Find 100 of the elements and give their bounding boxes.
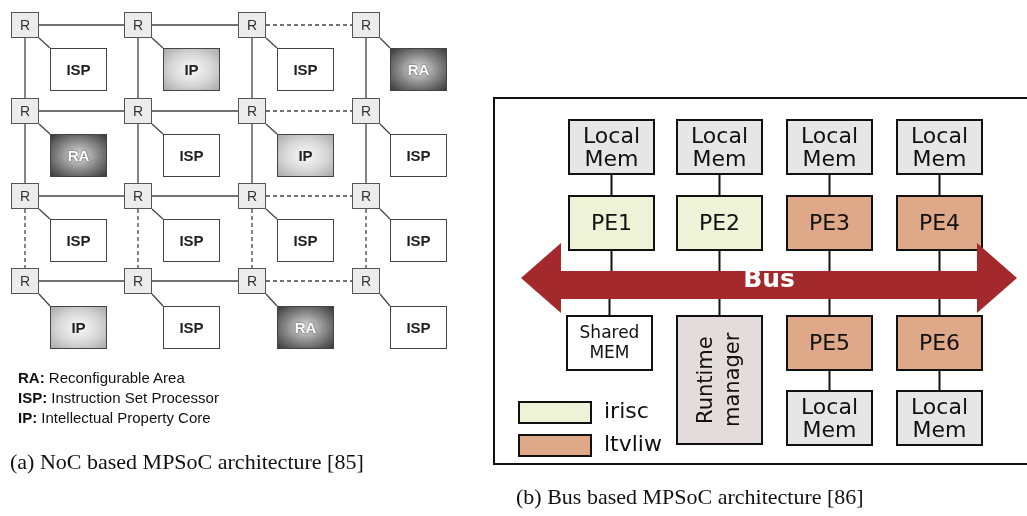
connector-line — [151, 280, 239, 282]
router-box: R — [352, 12, 380, 38]
connector-line — [938, 370, 941, 391]
core-box: IP — [163, 48, 220, 91]
router-box: R — [11, 183, 39, 209]
connector-line — [38, 293, 51, 307]
connector-line — [828, 174, 831, 196]
core-box: ISP — [50, 219, 107, 262]
connector-line — [265, 195, 353, 197]
connector-line — [938, 298, 941, 316]
bus-label: Bus — [743, 263, 795, 293]
core-box: IP — [50, 306, 107, 349]
core-box: RA — [50, 134, 107, 177]
processor-box: PE4 — [896, 195, 983, 251]
manager-box: Runtime manager — [676, 315, 763, 445]
connector-line — [828, 370, 831, 391]
core-box: ISP — [390, 219, 447, 262]
processor-box: PE3 — [786, 195, 873, 251]
router-box: R — [124, 12, 152, 38]
connector-line — [251, 208, 253, 269]
core-box: RA — [390, 48, 447, 91]
connector-line — [265, 110, 353, 112]
router-box: R — [124, 268, 152, 294]
core-box: ISP — [277, 48, 334, 91]
connector-line — [137, 123, 139, 184]
processor-box: PE1 — [568, 195, 655, 251]
connector-line — [365, 208, 367, 269]
connector-line — [828, 250, 831, 272]
router-box: R — [352, 183, 380, 209]
memory-box: Local Mem — [896, 119, 983, 175]
legend-text: ISP: Instruction Set Processor — [18, 389, 219, 406]
connector-line — [151, 293, 164, 307]
router-box: R — [11, 98, 39, 124]
memory-box: Local Mem — [786, 119, 873, 175]
connector-line — [24, 123, 26, 184]
connector-line — [38, 123, 51, 135]
connector-line — [151, 208, 164, 220]
connector-line — [151, 195, 239, 197]
core-box: ISP — [277, 219, 334, 262]
connector-line — [137, 208, 139, 269]
router-box: R — [11, 12, 39, 38]
core-box: ISP — [50, 48, 107, 91]
connector-line — [38, 280, 125, 282]
router-box: R — [238, 98, 266, 124]
connector-line — [24, 37, 26, 99]
connector-line — [718, 298, 721, 316]
memory-box: Shared MEM — [566, 315, 653, 371]
caption: (a) NoC based MPSoC architecture [85] — [10, 448, 365, 476]
router-box: R — [124, 183, 152, 209]
core-box: ISP — [163, 134, 220, 177]
connector-line — [265, 280, 353, 282]
core-box: ISP — [390, 306, 447, 349]
memory-box: Local Mem — [896, 390, 983, 446]
connector-line — [608, 298, 611, 316]
connector-line — [379, 293, 391, 307]
connector-line — [718, 250, 721, 272]
connector-line — [151, 37, 164, 49]
connector-line — [137, 37, 139, 99]
connector-line — [38, 37, 51, 49]
legend-text: irisc — [604, 398, 649, 423]
connector-line — [828, 298, 831, 316]
router-box: R — [238, 12, 266, 38]
connector-line — [265, 24, 353, 26]
connector-line — [151, 123, 164, 135]
core-box: ISP — [163, 219, 220, 262]
connector-line — [251, 37, 253, 99]
memory-box: Local Mem — [568, 119, 655, 175]
connector-line — [265, 208, 278, 220]
bus-arrow — [521, 243, 1017, 313]
caption: (b) Bus based MPSoC architecture [86] — [516, 483, 864, 511]
connector-line — [938, 250, 941, 272]
connector-line — [151, 110, 239, 112]
core-box: ISP — [390, 134, 447, 177]
processor-box: PE6 — [896, 315, 983, 371]
connector-line — [38, 24, 125, 26]
router-box: R — [238, 268, 266, 294]
memory-box: Local Mem — [786, 390, 873, 446]
connector-line — [265, 123, 278, 135]
connector-line — [24, 208, 26, 269]
memory-box: Local Mem — [676, 119, 763, 175]
router-box: R — [352, 98, 380, 124]
legend-text: ltvliw — [604, 431, 662, 456]
connector-line — [365, 123, 367, 184]
router-box: R — [11, 268, 39, 294]
connector-line — [265, 37, 278, 49]
connector-line — [610, 174, 613, 196]
processor-box: PE5 — [786, 315, 873, 371]
core-box: ISP — [163, 306, 220, 349]
connector-line — [151, 24, 239, 26]
legend-text: IP: Intellectual Property Core — [18, 409, 211, 426]
connector-line — [938, 174, 941, 196]
connector-line — [38, 110, 125, 112]
router-box: R — [124, 98, 152, 124]
router-box: R — [238, 183, 266, 209]
legend-text: RA: Reconfigurable Area — [18, 369, 185, 386]
connector-line — [251, 123, 253, 184]
connector-line — [265, 293, 278, 307]
router-box: R — [352, 268, 380, 294]
connector-line — [610, 250, 613, 272]
connector-line — [718, 174, 721, 196]
